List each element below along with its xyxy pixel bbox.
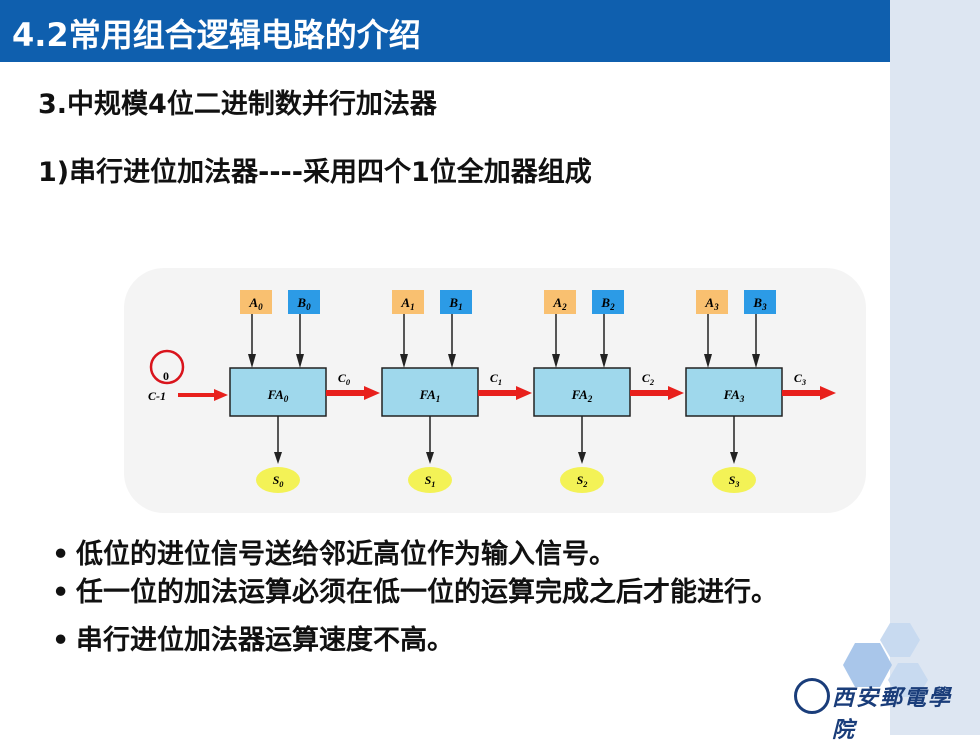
university-seal-icon (794, 678, 830, 714)
title-bar: 4.2常用组合逻辑电路的介绍 (0, 0, 890, 62)
carry-label: C3 (794, 371, 806, 387)
bullet-item: •串行进位加法器运算速度不高。 (52, 625, 454, 656)
carry-in-arrow (178, 389, 228, 401)
sum-arrowhead (578, 452, 586, 464)
input-b-box (592, 290, 624, 314)
input-arrowhead (400, 354, 408, 368)
sum-arrowhead (274, 452, 282, 464)
input-b-box (440, 290, 472, 314)
subsection-heading: 1)串行进位加法器----采用四个1位全加器组成 (38, 157, 592, 188)
sum-label: S1 (425, 473, 436, 489)
section-heading: 3.中规模4位二进制数并行加法器 (38, 89, 437, 120)
carry-arrow (782, 386, 836, 400)
bullet-item: •低位的进位信号送给邻近高位作为输入信号。 (52, 539, 616, 570)
input-b-label: B2 (600, 295, 615, 312)
input-b-label: B1 (448, 295, 462, 312)
sum-output-ellipse (560, 467, 604, 493)
carry-in-label: C-1 (148, 389, 166, 403)
sum-label: S3 (729, 473, 740, 489)
input-arrowhead (448, 354, 456, 368)
input-arrowhead (296, 354, 304, 368)
input-a-box (696, 290, 728, 314)
full-adder-label: FA1 (419, 387, 441, 404)
sum-label: S0 (273, 473, 285, 489)
carry-arrow (630, 386, 684, 400)
carry-in-value: 0 (163, 369, 169, 383)
full-adder-block (533, 367, 631, 417)
input-b-label: B0 (296, 295, 311, 312)
input-a-box (392, 290, 424, 314)
carry-label: C2 (642, 371, 654, 387)
sum-output-ellipse (712, 467, 756, 493)
carry-in-highlight-circle (149, 349, 185, 385)
input-b-box (288, 290, 320, 314)
full-adder-label: FA2 (571, 387, 593, 404)
full-adder-block (381, 367, 479, 417)
input-a-label: A0 (248, 295, 263, 312)
input-arrowhead (704, 354, 712, 368)
input-arrowhead (600, 354, 608, 368)
sum-output-ellipse (408, 467, 452, 493)
carry-arrow (478, 386, 532, 400)
slide-title: 4.2常用组合逻辑电路的介绍 (12, 16, 421, 54)
full-adder-label: FA3 (723, 387, 745, 404)
sum-output-ellipse (256, 467, 300, 493)
carry-arrow (326, 386, 380, 400)
hexagon-decor (843, 623, 928, 697)
input-a-label: A3 (704, 295, 719, 312)
input-arrowhead (248, 354, 256, 368)
carry-label: C1 (490, 371, 502, 387)
sum-arrowhead (426, 452, 434, 464)
right-decor-bar (890, 0, 980, 735)
input-b-box (744, 290, 776, 314)
carry-label: C0 (338, 371, 351, 387)
input-arrowhead (552, 354, 560, 368)
sum-label: S2 (577, 473, 588, 489)
input-b-label: B3 (752, 295, 767, 312)
full-adder-label: FA0 (267, 387, 289, 404)
sum-arrowhead (730, 452, 738, 464)
bullet-item: •任一位的加法运算必须在低一位的运算完成之后才能进行。 (52, 577, 778, 608)
input-a-box (544, 290, 576, 314)
university-name: 西安郵電學院 (832, 685, 953, 743)
input-a-label: A2 (552, 295, 567, 312)
input-arrowhead (752, 354, 760, 368)
input-a-label: A1 (400, 295, 414, 312)
university-logo: 西安郵電學院 (790, 676, 970, 743)
input-a-box (240, 290, 272, 314)
